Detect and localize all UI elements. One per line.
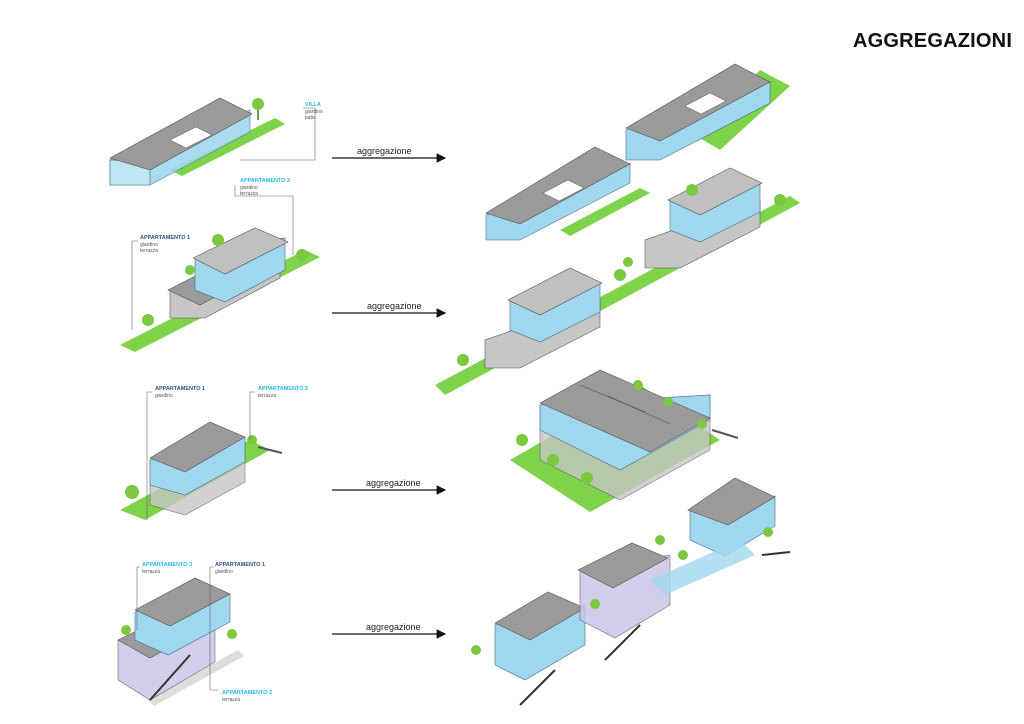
row3-aggregate-trees — [516, 380, 707, 484]
row2-single-unit — [120, 227, 320, 352]
villa-aggregate-right — [625, 63, 790, 161]
villa-sub-2: patio — [305, 115, 316, 121]
row4-single-unit — [117, 577, 244, 706]
row2-aggregate — [435, 167, 800, 395]
row2-apt1-sub-1: giardino — [140, 242, 158, 248]
row2-apt2-sub-2: terrazza — [240, 191, 259, 197]
row4-apt3-label: APPARTAMENTO 3 — [142, 562, 193, 568]
row4-apt1-label: APPARTAMENTO 1 — [215, 562, 266, 568]
row4-aggregate — [494, 477, 791, 706]
arrow-label-row2: aggregazione — [367, 301, 422, 311]
villa-sub-1: giardino — [305, 109, 323, 115]
row3-apt1-label: APPARTAMENTO 1 — [155, 386, 206, 392]
villa-aggregate-left — [485, 146, 650, 241]
row4-apt2-label: APPARTAMENTO 2 — [222, 690, 273, 696]
row2-aggregate-trees — [457, 184, 786, 366]
page-title: AGGREGAZIONI — [853, 30, 1013, 52]
row3-trees — [125, 435, 257, 499]
villa-single-unit — [109, 97, 285, 186]
arrow-label-row4: aggregazione — [366, 622, 421, 632]
leader-lines — [131, 107, 316, 691]
row2-trees — [142, 234, 308, 326]
villa-tree — [252, 98, 264, 120]
row2-apt1-label: APPARTAMENTO 1 — [140, 235, 191, 241]
row3-apt1-sub-1: giardino — [155, 393, 173, 399]
row3-apt2-label: APPARTAMENTO 2 — [258, 386, 309, 392]
row3-apt2-sub-1: terrazza — [258, 393, 277, 399]
arrow-label-row1: aggregazione — [357, 146, 412, 156]
row4-apt3-sub-1: terrazza — [142, 569, 161, 575]
row4-apt1-sub-1: giardino — [215, 569, 233, 575]
villa-label: VILLA — [305, 102, 321, 108]
arrow-label-row3: aggregazione — [366, 478, 421, 488]
row2-apt2-label: APPARTAMENTO 2 — [240, 178, 291, 184]
aggregation-arrows — [332, 153, 447, 639]
row2-apt1-sub-2: terrazza — [140, 248, 159, 254]
row3-aggregate — [510, 369, 739, 512]
row4-trees — [121, 625, 237, 639]
row4-apt2-sub-1: terrazza — [222, 697, 241, 703]
row2-apt2-sub-1: giardino — [240, 185, 258, 191]
row4-aggregate-trees — [471, 527, 773, 655]
row3-single-unit — [120, 421, 283, 520]
